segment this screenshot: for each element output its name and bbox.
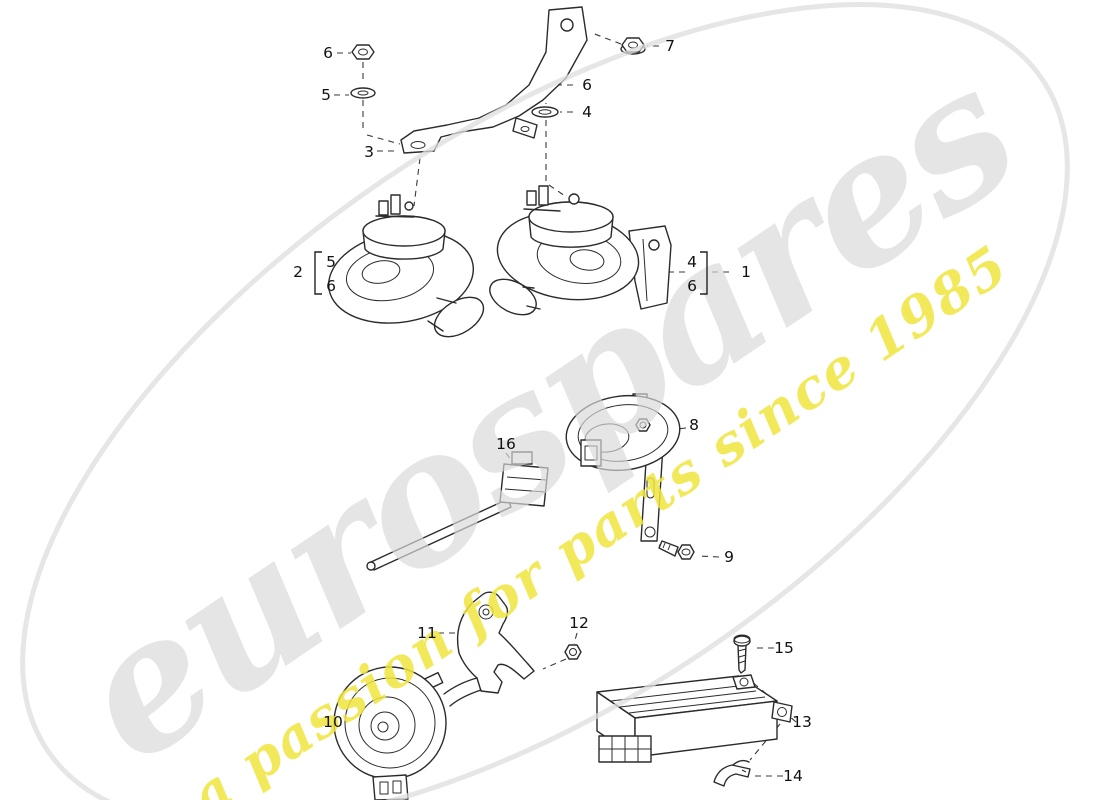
horn-bottom <box>333 666 447 800</box>
horn-right-bell <box>489 278 537 316</box>
horn-mid <box>565 393 681 542</box>
callout-9-bolt: 9 <box>724 548 734 566</box>
sensor-probe <box>370 498 512 571</box>
control-unit-tab <box>771 701 793 723</box>
control-unit <box>596 674 793 763</box>
callout-8-horn-mid: 8 <box>689 416 699 434</box>
callout-6-washer-right: 6 <box>582 76 592 94</box>
callout-15-screw: 15 <box>774 639 794 657</box>
callout-16-sensor: 16 <box>496 435 516 453</box>
sensor <box>366 451 549 571</box>
callout-14-clip: 14 <box>783 767 803 785</box>
callout-6-group-right: 6 <box>687 277 697 295</box>
horn-left-terminal <box>390 194 401 215</box>
horn-left-bell <box>433 296 485 338</box>
callout-4-group-right: 4 <box>687 253 697 271</box>
screw <box>733 634 751 674</box>
horn-right-terminal <box>526 190 537 206</box>
callout-7-nut: 7 <box>665 37 675 55</box>
washer-right-lower <box>531 106 559 118</box>
horn-right-terminal <box>538 185 549 206</box>
bracket-lower-hole <box>478 604 494 620</box>
callout-12-nut-lower: 12 <box>569 614 589 632</box>
clip <box>713 759 751 787</box>
callout-3-bracket: 3 <box>364 143 374 161</box>
callout-2-horn-left: 2 <box>293 263 303 281</box>
callouts: 6 5 3 7 6 4 2 5 6 4 6 1 8 16 9 11 12 10 … <box>293 37 812 785</box>
callout-13-control-unit: 13 <box>792 713 812 731</box>
horn-left-terminal <box>378 200 389 216</box>
callout-5-group-left: 5 <box>326 253 336 271</box>
bracket-hole <box>560 18 574 32</box>
washer-top-left <box>350 87 376 99</box>
horn-mid-nut <box>635 418 651 432</box>
callout-6-group-left: 6 <box>326 277 336 295</box>
group-bracket-left <box>314 251 322 295</box>
horn-left <box>327 194 485 338</box>
callout-10-horn-bottom: 10 <box>323 713 343 731</box>
horn-right-bracket <box>628 225 672 310</box>
nut-top-left <box>351 44 375 60</box>
nut-lower <box>564 644 582 660</box>
callout-5-top-left: 5 <box>321 86 331 104</box>
callout-6-top-left: 6 <box>323 44 333 62</box>
bracket-slot <box>410 141 426 149</box>
group-bracket-right <box>700 251 708 295</box>
sensor-body <box>499 463 549 507</box>
horn-right <box>489 185 672 316</box>
callout-1-horn-right: 1 <box>741 263 751 281</box>
bolt <box>658 540 695 560</box>
callout-11-bracket-lower: 11 <box>417 624 437 642</box>
callout-4-washer-right: 4 <box>582 103 592 121</box>
